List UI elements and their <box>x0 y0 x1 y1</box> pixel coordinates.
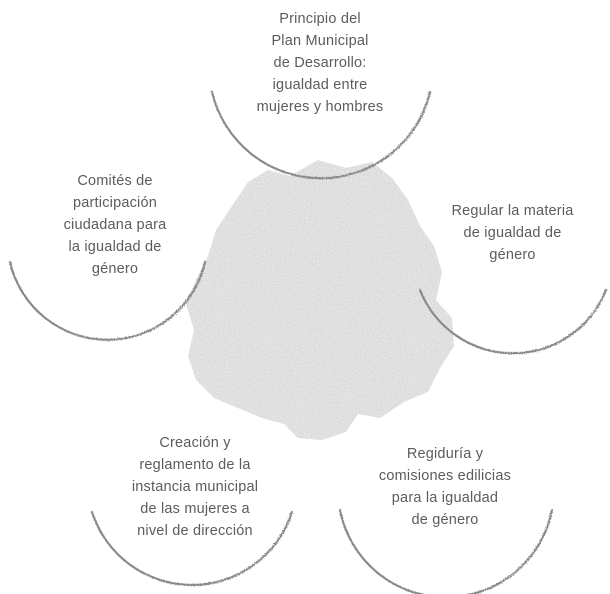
node-left-line: la igualdad de <box>68 239 162 255</box>
node-left-line: ciudadana para <box>63 217 167 233</box>
node-right-line: Regular la materia <box>451 203 574 219</box>
center-map-shape <box>186 160 454 440</box>
node-bottom-left-line: instancia municipal <box>131 479 259 495</box>
node-right-line: género <box>489 247 536 263</box>
node-bottom-left-text: Creación y reglamento de la instancia mu… <box>95 432 295 542</box>
node-top-line: de Desarrollo: <box>273 55 367 71</box>
arc-top <box>210 90 432 180</box>
arc-left <box>8 260 207 341</box>
node-left-text: Comités de participación ciudadana para … <box>30 170 200 280</box>
node-left-line: Comités de <box>77 173 153 189</box>
node-bottom-left-line: reglamento de la <box>139 457 251 473</box>
node-bottom-right-line: para la igualdad <box>391 490 499 506</box>
node-top-line: igualdad entre <box>272 77 368 93</box>
node-bottom-left-line: Creación y <box>159 435 231 451</box>
node-top-line: Principio del <box>279 11 361 27</box>
node-left-line: género <box>91 261 139 277</box>
node-bottom-right-line: comisiones edilicias <box>378 468 512 484</box>
arc-bottom-right <box>338 508 554 594</box>
arc-right <box>418 288 608 355</box>
node-bottom-right-line: Regiduría y <box>406 446 484 462</box>
node-top-line: Plan Municipal <box>271 33 369 49</box>
node-bottom-right-text: Regiduría y comisiones edilicias para la… <box>345 443 545 531</box>
node-bottom-right-line: de género <box>411 512 479 528</box>
node-top-line: mujeres y hombres <box>256 99 384 115</box>
node-right-line: de igualdad de <box>463 225 562 241</box>
node-left-line: participación <box>72 195 157 211</box>
node-bottom-left-line: nivel de dirección <box>137 523 253 539</box>
node-top-text: Principio del Plan Municipal de Desarrol… <box>205 8 435 118</box>
node-right-text: Regular la materia de igualdad de género <box>425 200 600 266</box>
arc-bottom-left <box>90 510 294 587</box>
node-bottom-left-line: de las mujeres a <box>140 501 250 517</box>
